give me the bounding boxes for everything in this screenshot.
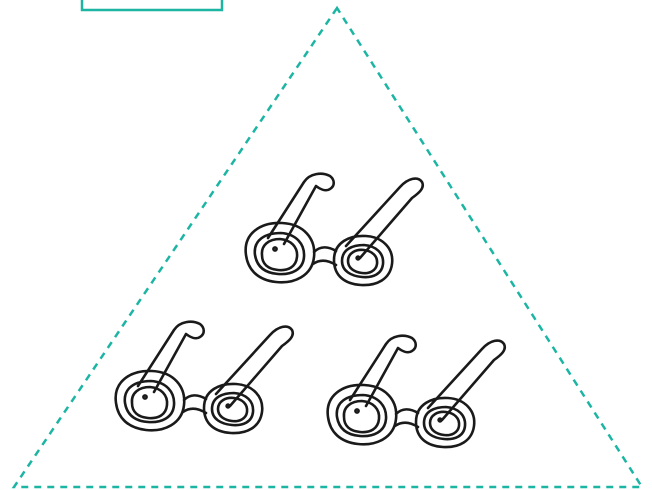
sunglasses-icon-bottom-right [328, 336, 505, 447]
label-box [82, 0, 222, 10]
sunglasses-icon-bottom-left [116, 322, 293, 433]
sunglasses-icon-top [246, 174, 423, 285]
